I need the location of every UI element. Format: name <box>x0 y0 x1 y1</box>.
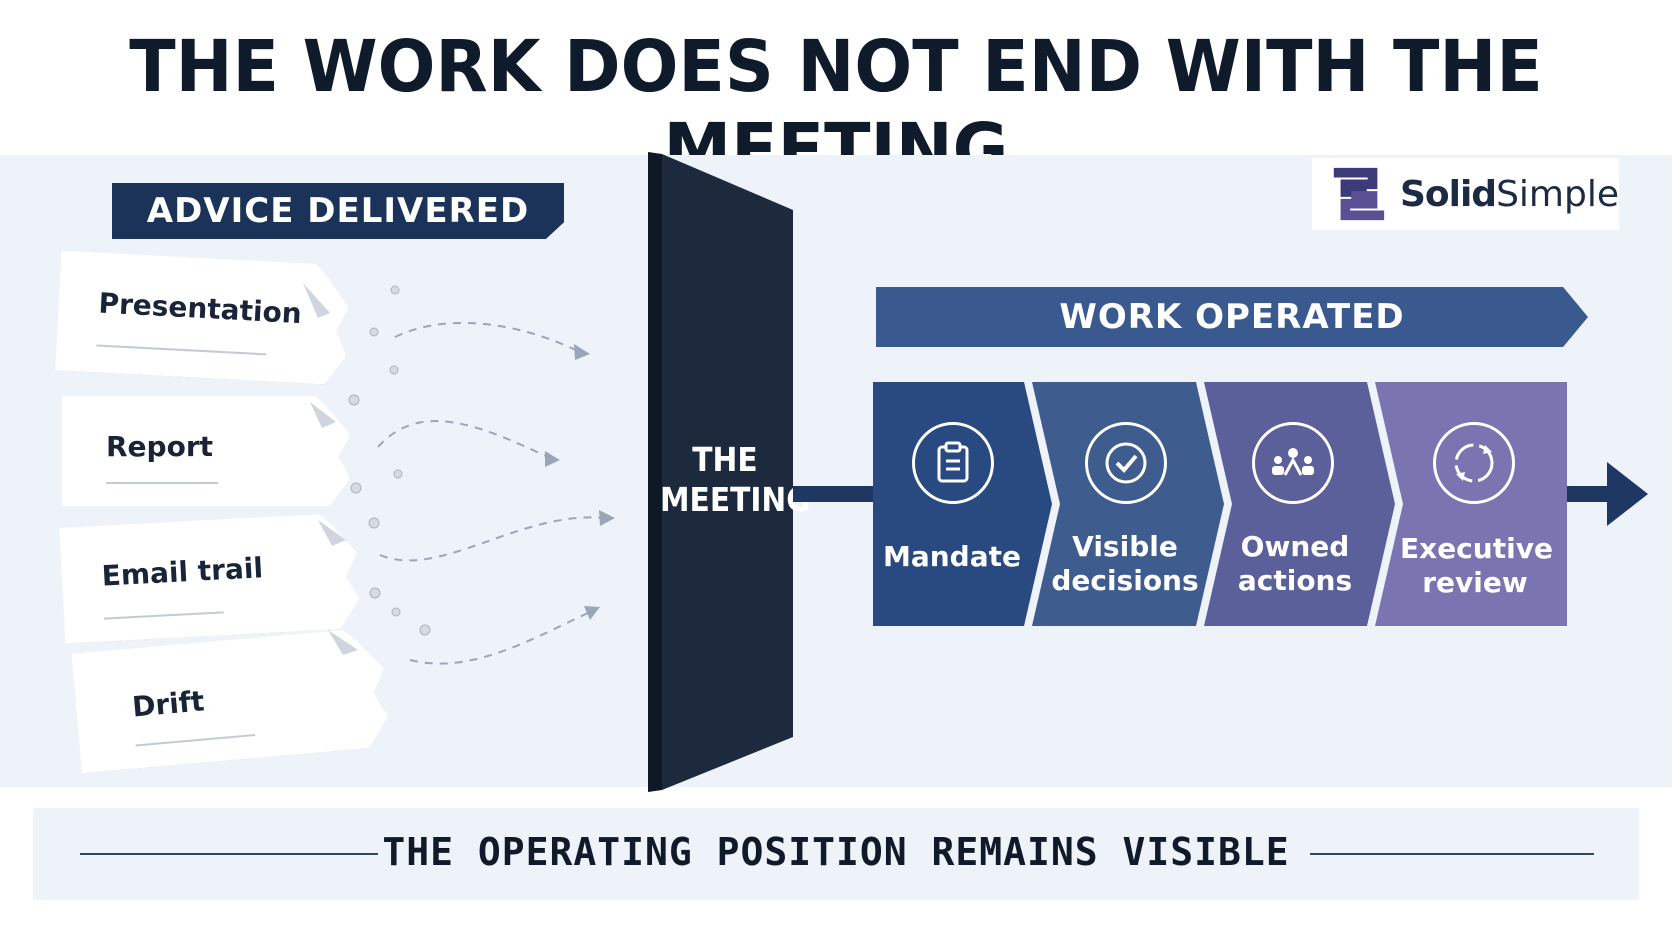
document-label: Presentation <box>97 286 303 331</box>
document-label: Drift <box>130 684 206 724</box>
meeting-wall <box>648 152 793 792</box>
step-label-line2: review <box>1422 566 1528 599</box>
footer-caption: THE OPERATING POSITION REMAINS VISIBLE <box>382 830 1290 874</box>
step-label-line1: Visible <box>1072 530 1178 563</box>
logo-wordmark: SolidSimple <box>1400 174 1619 215</box>
check-circle-icon <box>1085 422 1167 504</box>
step-label-line2: decisions <box>1051 564 1199 597</box>
clipboard-icon <box>912 422 994 504</box>
people-icon <box>1252 422 1334 504</box>
footer-rule-right <box>1310 853 1594 855</box>
work-operated-label: WORK OPERATED <box>1059 297 1405 337</box>
logo-wordmark-bold: Solid <box>1399 173 1497 215</box>
step-label-line1: Executive <box>1400 532 1553 565</box>
step-visible-decisions: Visible decisions <box>1050 382 1200 626</box>
step-mandate: Mandate <box>882 382 1022 626</box>
document-label: Email trail <box>100 551 264 593</box>
step-label: Owned actions <box>1220 530 1370 598</box>
document-underline <box>136 734 256 746</box>
advice-delivered-banner: ADVICE DELIVERED <box>112 183 564 239</box>
document-underline <box>106 482 218 484</box>
document-card-report: Report <box>62 396 350 506</box>
page-title: THE WORK DOES NOT END WITH THE MEETING <box>129 26 1543 192</box>
step-label-line2: actions <box>1237 564 1353 597</box>
step-owned-actions: Owned actions <box>1220 382 1370 626</box>
logo-wordmark-regular: Simple <box>1496 173 1619 215</box>
step-label: Visible decisions <box>1050 530 1200 598</box>
step-label: Mandate <box>882 540 1022 574</box>
step-label: Executive review <box>1400 532 1553 600</box>
step-label-line1: Mandate <box>882 540 1021 573</box>
meeting-wall-label-line2: MEETING <box>660 480 811 519</box>
document-underline <box>96 344 266 355</box>
cycle-icon <box>1433 422 1515 504</box>
step-executive-review: Executive review <box>1400 382 1553 626</box>
document-underline <box>104 611 224 619</box>
document-label: Report <box>106 430 214 463</box>
document-card-presentation: Presentation <box>55 250 351 385</box>
document-card-email-trail: Email trail <box>59 512 361 643</box>
work-operated-banner: WORK OPERATED <box>876 287 1588 347</box>
meeting-wall-label: THE MEETING <box>660 440 811 520</box>
footer-rule-left <box>80 853 378 855</box>
step-label-line1: Owned <box>1240 530 1350 563</box>
meeting-wall-label-line1: THE <box>692 440 758 479</box>
advice-delivered-label: ADVICE DELIVERED <box>146 191 530 231</box>
brand-logo: SolidSimple <box>1312 158 1619 230</box>
solidsimple-logo-icon <box>1333 167 1385 221</box>
